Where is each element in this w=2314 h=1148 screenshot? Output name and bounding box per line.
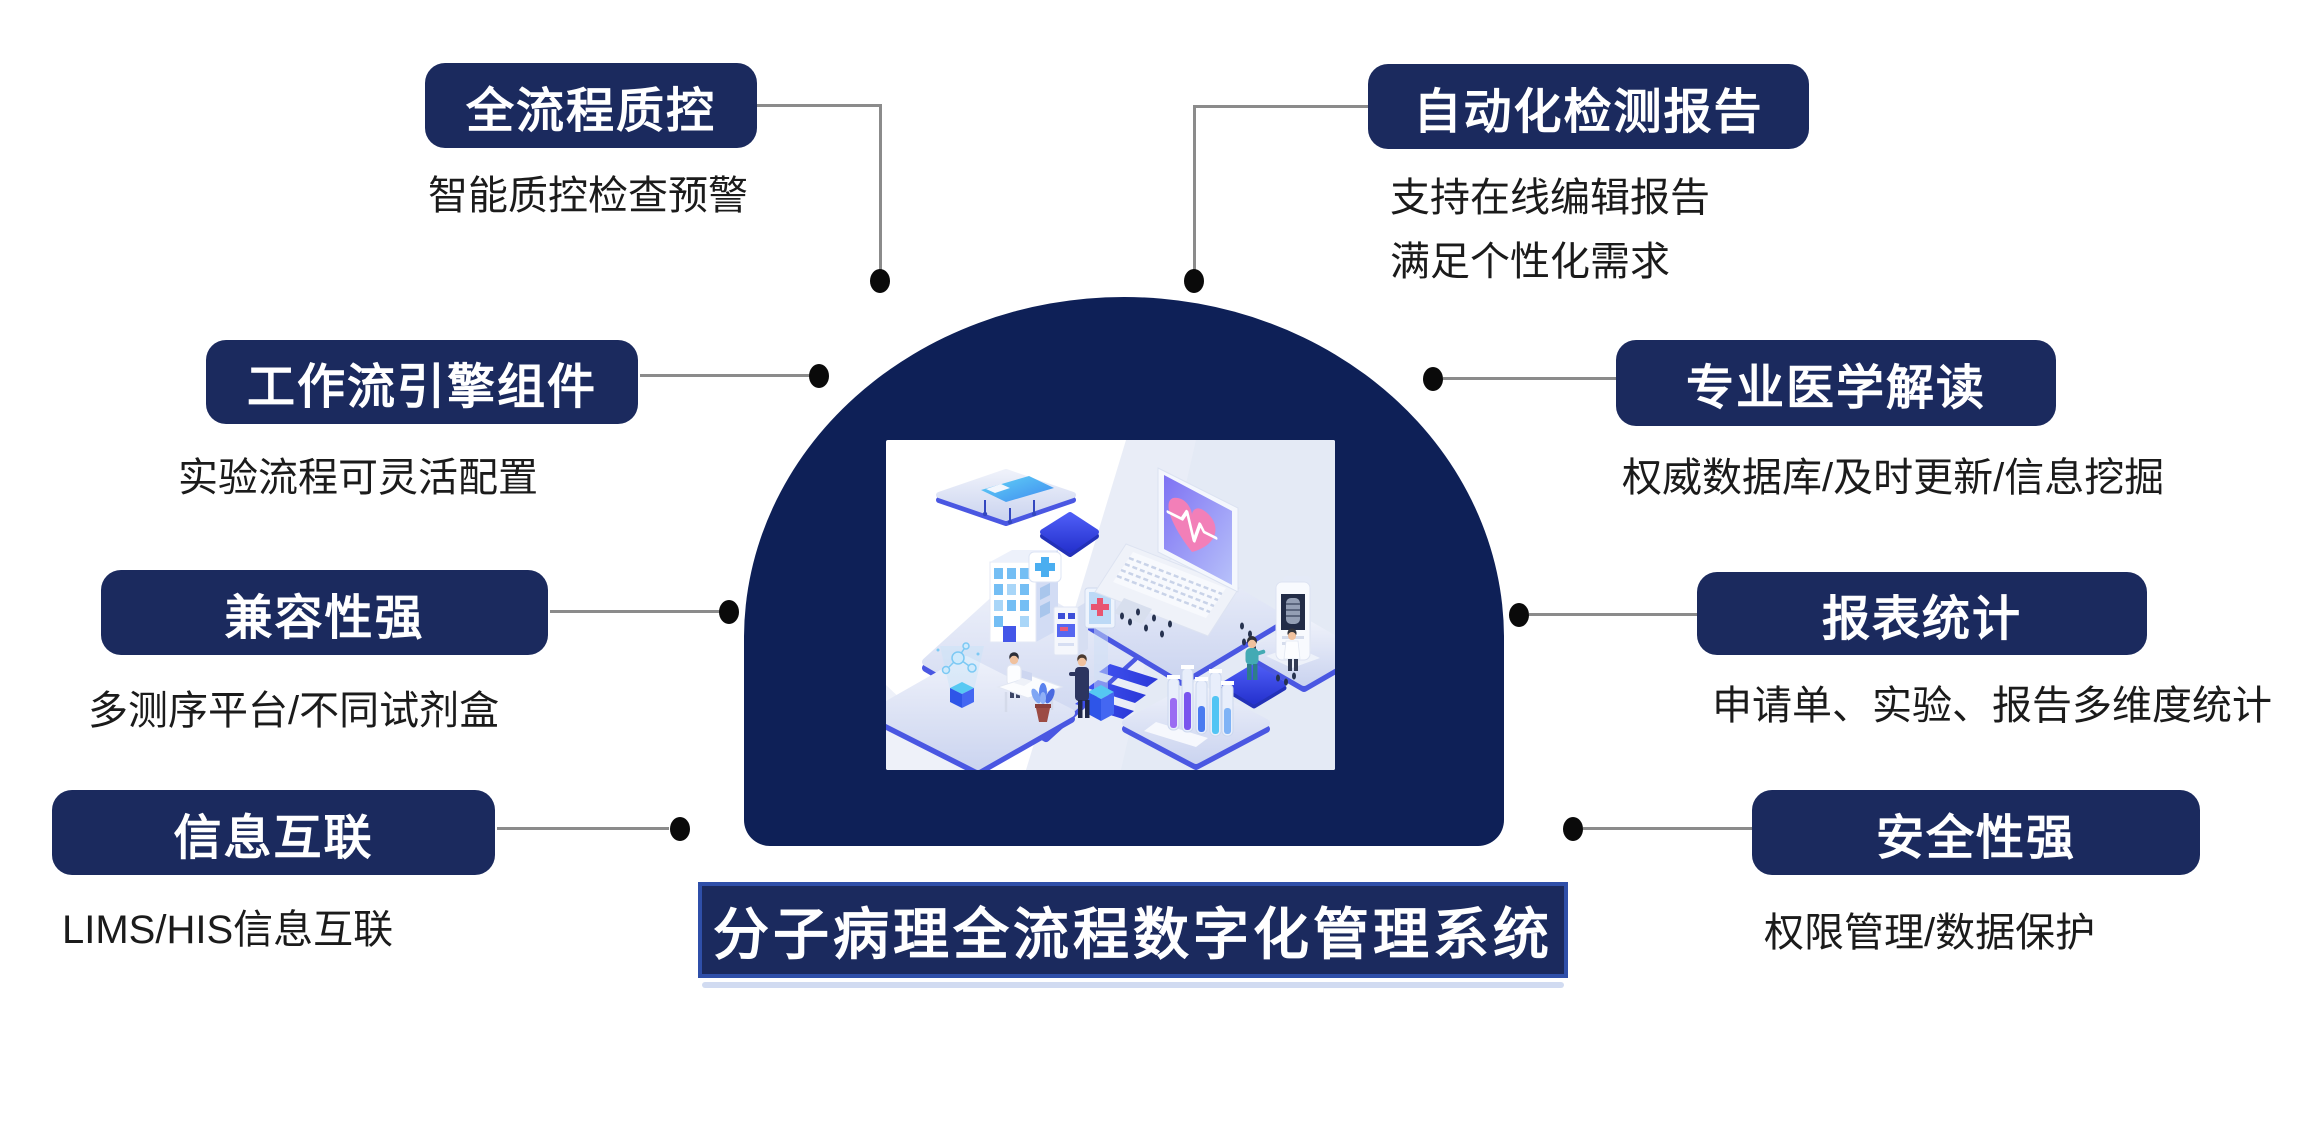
feature-chip-medical-interpretation: 专业医学解读 (1616, 340, 2056, 426)
connector-line (550, 610, 720, 613)
nurse-figure-icon (1245, 636, 1266, 680)
molecule-hologram-icon (936, 642, 984, 708)
feature-chip-automated-test-report: 自动化检测报告 (1368, 64, 1809, 149)
plant-icon (1031, 683, 1055, 722)
connector-dot (1184, 269, 1204, 293)
feature-label: 安全性强 (1875, 811, 2076, 865)
radiologist-figure-icon (1283, 628, 1301, 671)
connector-line (1583, 827, 1753, 830)
feature-description: 多测序平台/不同试剂盒 (88, 689, 500, 733)
feature-description: 支持在线编辑报告 (1390, 176, 1710, 220)
blue-mat-icon (1221, 663, 1287, 709)
consultation-table-icon (996, 670, 1064, 712)
laptop-heartbeat-icon (1094, 467, 1240, 637)
feature-description: 权限管理/数据保护 (1764, 911, 2096, 955)
isometric-scene-icon (886, 440, 1335, 770)
connector-dot (1509, 603, 1529, 627)
connector-line (497, 827, 669, 830)
feature-label: 自动化检测报告 (1413, 85, 1764, 139)
feature-label: 工作流引擎组件 (246, 361, 597, 414)
feature-description: 智能质控检查预警 (428, 174, 748, 218)
feature-chip-strong-compatibility: 兼容性强 (101, 570, 548, 655)
blue-tile-icon (1040, 512, 1099, 557)
feature-description: 权威数据库/及时更新/信息挖掘 (1622, 456, 2165, 500)
feature-label: 全流程质控 (465, 84, 716, 138)
feature-description: 申请单、实验、报告多维度统计 (1712, 684, 2272, 728)
feature-description: 满足个性化需求 (1390, 240, 1670, 284)
feature-description: LIMS/HIS信息互联 (62, 908, 394, 952)
system-title-banner: 分子病理全流程数字化管理系统 (698, 882, 1568, 978)
test-tubes-icon (1144, 665, 1234, 747)
feature-label: 信息互联 (173, 811, 374, 865)
connector-line (640, 374, 810, 377)
hospital-bed-icon (936, 469, 1076, 526)
feature-label: 兼容性强 (224, 591, 425, 645)
banner-shadow (702, 982, 1564, 988)
connector-dot (870, 269, 890, 293)
connector-dot (719, 600, 739, 624)
feature-chip-strong-security: 安全性强 (1752, 790, 2200, 875)
connector-line (879, 104, 882, 274)
connector-line (1194, 105, 1368, 108)
medical-digitalization-illustration (886, 440, 1335, 770)
connector-dot (809, 364, 829, 388)
connector-line (757, 104, 882, 107)
feature-chip-full-process-qc: 全流程质控 (425, 63, 757, 148)
feature-chip-report-statistics: 报表统计 (1697, 572, 2147, 655)
patient-figure-icon (1069, 654, 1090, 718)
feature-description: 实验流程可灵活配置 (178, 456, 538, 500)
feature-label: 专业医学解读 (1685, 362, 1986, 415)
connector-dot (1563, 817, 1583, 841)
connector-dot (1423, 367, 1443, 391)
kiosk-icon (1053, 601, 1088, 656)
system-title: 分子病理全流程数字化管理系统 (713, 902, 1553, 966)
connector-line (1443, 377, 1616, 380)
connector-line (1193, 105, 1196, 274)
connector-dot (670, 817, 690, 841)
feature-chip-workflow-engine: 工作流引擎组件 (206, 340, 638, 424)
feature-chip-information-interconnect: 信息互联 (52, 790, 495, 875)
connector-line (1529, 613, 1699, 616)
qc-monitor-cross-icon (1084, 587, 1116, 721)
feature-label: 报表统计 (1821, 592, 2022, 646)
hospital-building-icon (989, 550, 1062, 643)
